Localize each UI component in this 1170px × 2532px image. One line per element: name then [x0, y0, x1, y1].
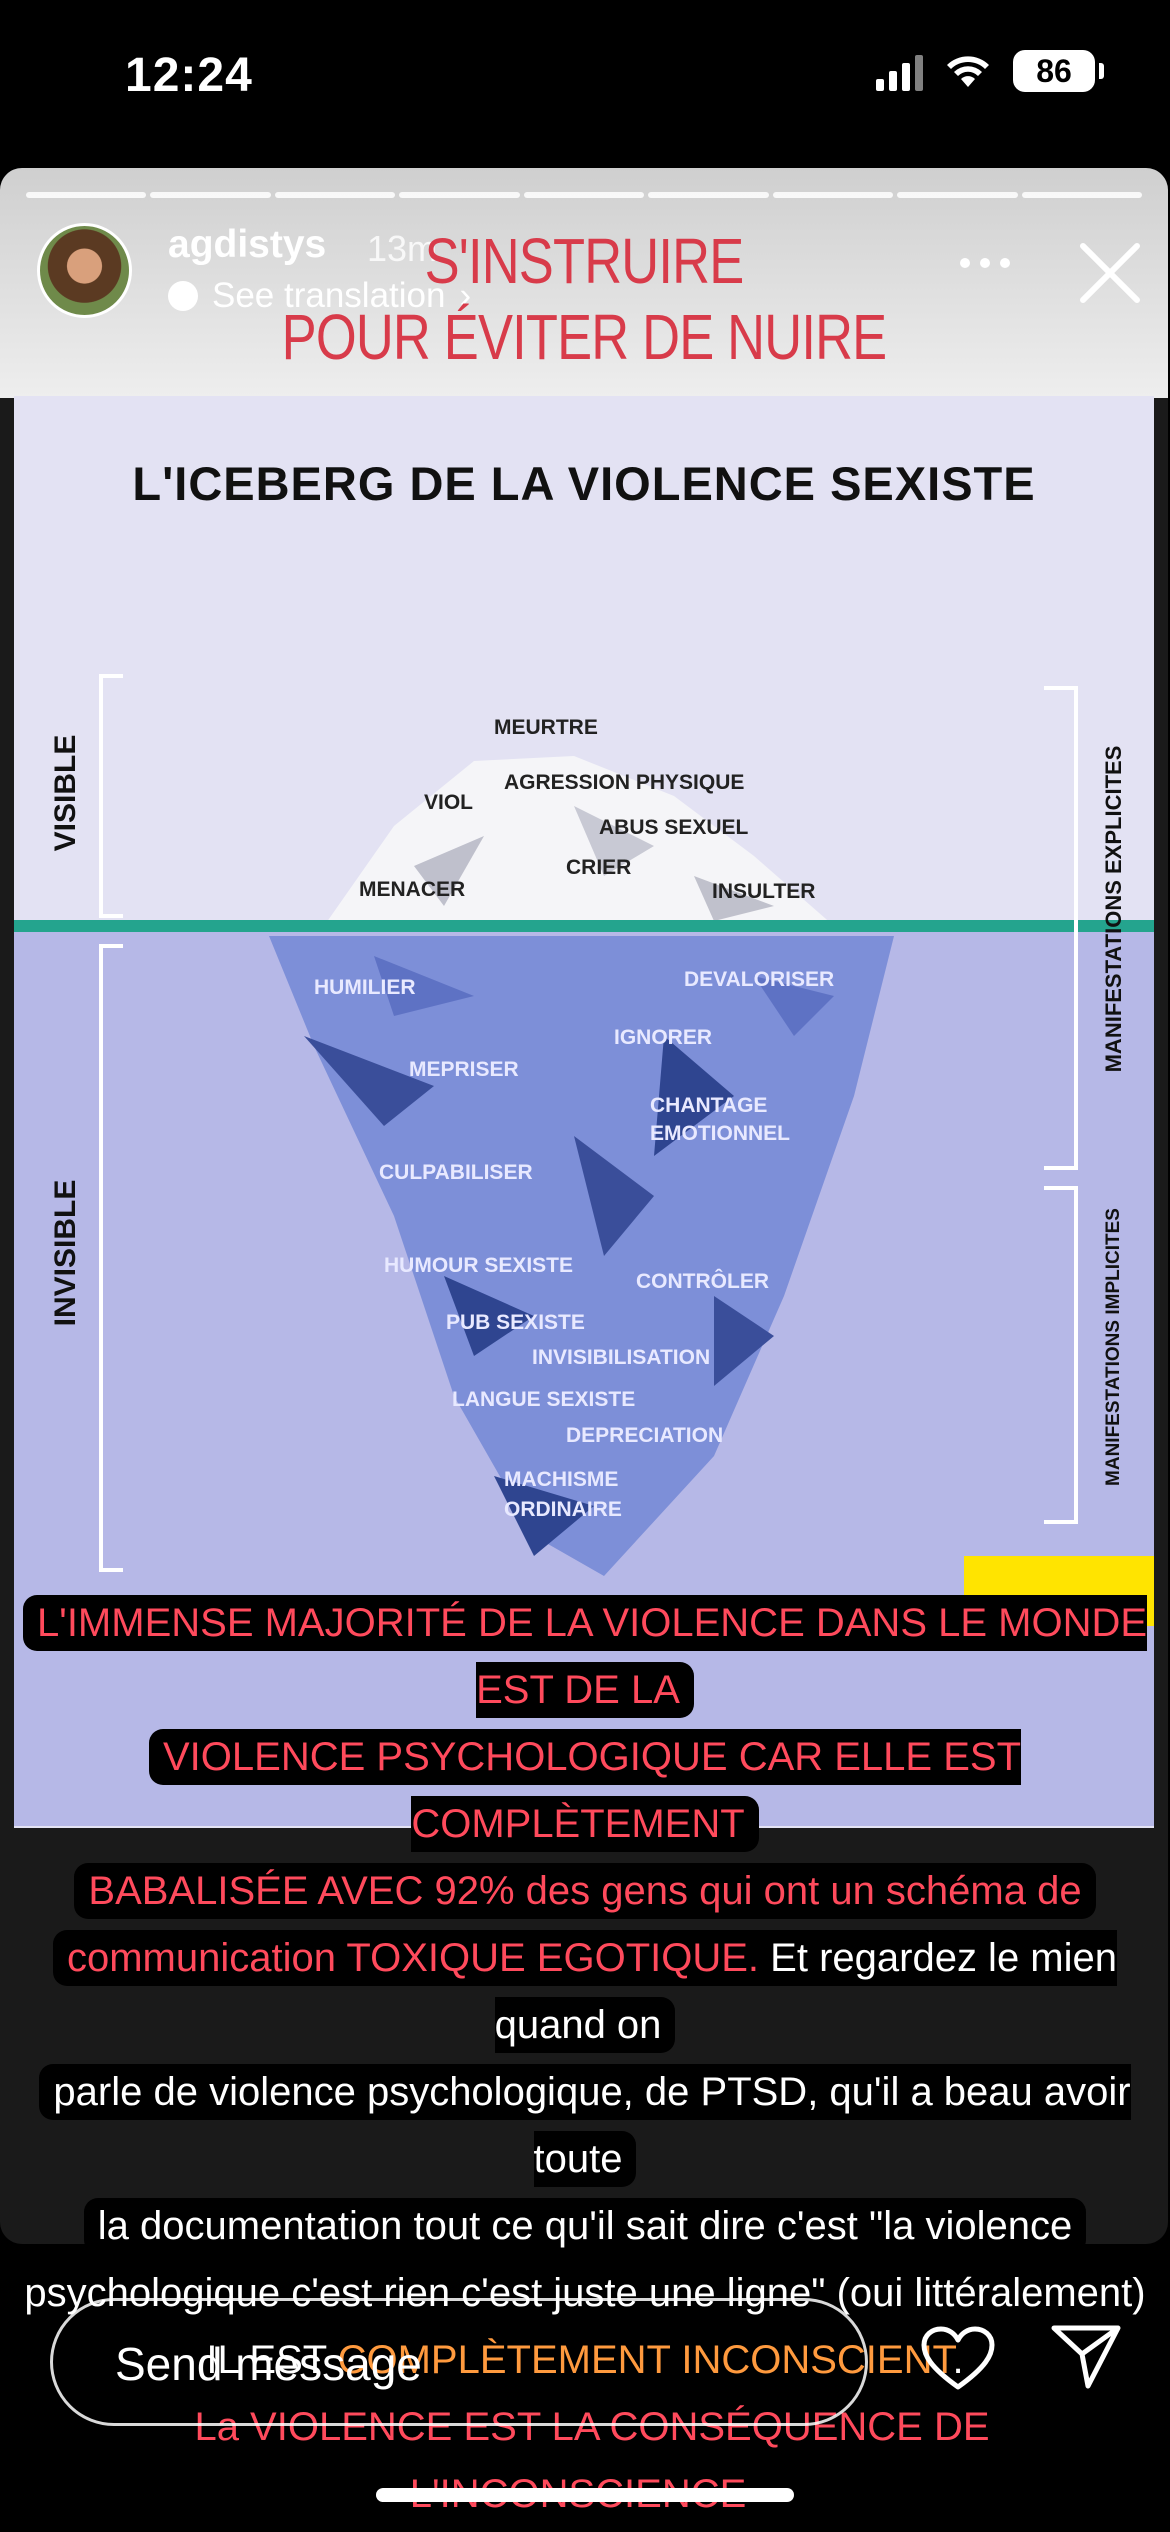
overlay-line-4: communication TOXIQUE EGOTIQUE. Et regar…	[52, 1930, 1117, 2053]
ice-word-pub-sexiste: PUB SEXISTE	[446, 1311, 585, 1334]
overlay-line-7: psychologique c'est rien c'est juste une…	[10, 2265, 1160, 2321]
overlay-line-1: L'IMMENSE MAJORITÉ DE LA VIOLENCE DANS L…	[22, 1595, 1148, 1718]
story-card[interactable]: agdistys 13m See translation › S'INSTRUI…	[0, 168, 1168, 2244]
ice-word-insulter: INSULTER	[712, 880, 816, 903]
send-message-input[interactable]: Send message	[50, 2298, 868, 2426]
avatar[interactable]	[37, 223, 132, 318]
explicit-bracket	[1044, 686, 1078, 1170]
see-translation-label: See translation	[212, 276, 446, 315]
ice-word-ordinaire: ORDINAIRE	[504, 1498, 622, 1521]
ice-word-humilier: HUMILIER	[314, 976, 416, 999]
battery-icon: 86	[1013, 50, 1104, 92]
implicit-label: MANIFESTATIONS IMPLICITES	[1103, 1208, 1124, 1486]
overlay-line-6: la documentation tout ce qu'il sait dire…	[83, 2198, 1087, 2254]
ice-word-langue-sexiste: LANGUE SEXISTE	[452, 1388, 636, 1411]
ice-word-culpabiliser: CULPABILISER	[379, 1161, 533, 1184]
status-time: 12:24	[125, 49, 253, 102]
status-icons: 86	[876, 50, 1104, 92]
chevron-right-icon: ›	[459, 276, 472, 315]
ice-word-depreciation: DEPRECIATION	[566, 1424, 724, 1447]
ice-word-ignorer: IGNORER	[614, 1026, 713, 1049]
headline-line-2: POUR ÉVITER DE NUIRE	[281, 301, 888, 373]
overlay-line-4-red: communication TOXIQUE EGOTIQUE.	[66, 1936, 760, 1980]
story-progress-bar	[26, 192, 1142, 198]
ice-word-chantage: CHANTAGE	[650, 1094, 768, 1117]
ice-word-crier: CRIER	[566, 856, 632, 879]
overlay-line-8c: .	[952, 2338, 964, 2382]
overlay-line-8a: IL EST	[206, 2338, 338, 2382]
visible-bracket	[99, 674, 123, 918]
cellular-signal-icon	[876, 51, 923, 91]
invisible-bracket	[99, 944, 123, 1572]
visible-label: VISIBLE	[49, 734, 82, 852]
translate-icon	[168, 281, 198, 311]
overlay-line-5: parle de violence psychologique, de PTSD…	[39, 2064, 1131, 2187]
wifi-icon	[945, 53, 991, 89]
send-icon[interactable]	[1050, 2322, 1122, 2392]
infographic-title: L'ICEBERG DE LA VIOLENCE SEXISTE	[132, 457, 1036, 510]
ice-word-meurtre: MEURTRE	[494, 716, 598, 739]
send-message-placeholder: Send message	[115, 2338, 422, 2390]
heart-icon[interactable]	[920, 2325, 996, 2393]
iceberg-shape	[269, 756, 894, 1576]
overlay-line-3: BABALISÉE AVEC 92% des gens qui ont un s…	[74, 1863, 1096, 1919]
ice-word-humour-sexiste: HUMOUR SEXISTE	[384, 1254, 574, 1277]
explicit-label: MANIFESTATIONS EXPLICITES	[1101, 745, 1126, 1073]
ice-word-controler: CONTRÔLER	[636, 1270, 769, 1293]
invisible-label: INVISIBLE	[49, 1179, 82, 1327]
see-translation-link[interactable]: See translation ›	[168, 276, 471, 316]
more-options-icon[interactable]	[960, 258, 1020, 272]
ice-word-menacer: MENACER	[359, 878, 466, 901]
overlay-line-2: VIOLENCE PSYCHOLOGIQUE CAR ELLE EST COMP…	[148, 1729, 1022, 1852]
ice-word-devaloriser: DEVALORISER	[684, 968, 835, 991]
iceberg-infographic: L'ICEBERG DE LA VIOLENCE SEXISTE VISIBLE…	[14, 396, 1154, 1828]
username[interactable]: agdistys	[168, 223, 327, 266]
close-icon[interactable]	[1075, 238, 1145, 308]
ice-word-machisme: MACHISME	[504, 1468, 619, 1491]
ice-word-mepriser: MEPRISER	[409, 1058, 519, 1081]
implicit-bracket	[1044, 1186, 1078, 1524]
post-time: 13m	[367, 228, 438, 269]
ice-word-emotionnel: EMOTIONNEL	[650, 1122, 790, 1145]
ice-word-viol: VIOL	[424, 791, 474, 814]
ice-word-invisibilisation: INVISIBILISATION	[532, 1346, 711, 1369]
home-indicator[interactable]	[376, 2488, 794, 2502]
headline-line-1: S'INSTRUIRE	[424, 225, 745, 297]
story-header-background	[0, 168, 1168, 398]
ice-word-abus: ABUS SEXUEL	[599, 816, 749, 839]
waterline	[14, 920, 1154, 932]
ice-word-agression: AGRESSION PHYSIQUE	[504, 771, 745, 794]
overlay-line-4-white: Et regardez le mien quand on	[494, 1936, 1117, 2047]
